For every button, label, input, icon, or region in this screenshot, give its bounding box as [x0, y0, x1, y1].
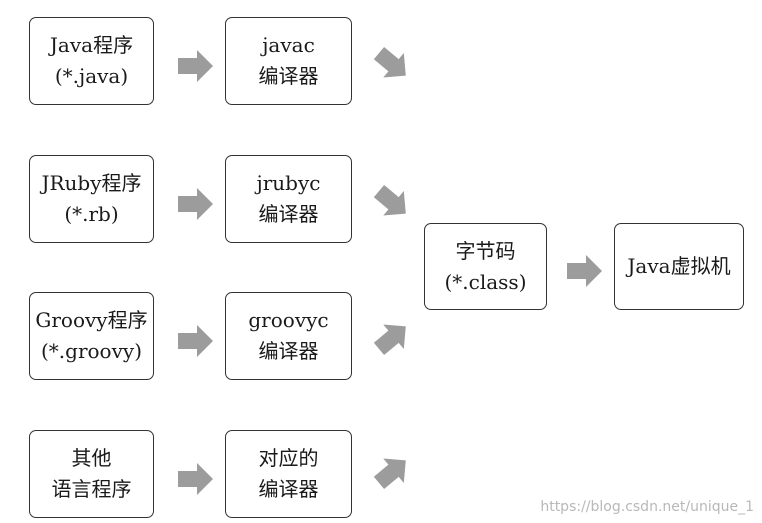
source-jruby-name: JRuby程序: [41, 171, 142, 195]
arrow-up-right-icon: [372, 452, 412, 492]
source-jruby-box: JRuby程序 (*.rb): [29, 155, 154, 243]
compiler-javac-box: javac 编译器: [225, 17, 352, 105]
source-jruby-ext: (*.rb): [64, 202, 119, 226]
arrow-down-right-icon: [372, 182, 412, 222]
source-groovy-box: Groovy程序 (*.groovy): [29, 292, 154, 380]
compiler-javac-name: javac: [262, 33, 315, 57]
arrow-right-icon: [175, 46, 215, 86]
compiler-other-name: 对应的: [258, 446, 319, 470]
arrow-right-icon: [175, 459, 215, 499]
compiler-other-label: 编译器: [258, 477, 319, 501]
compiler-groovyc-label: 编译器: [258, 339, 319, 363]
arrow-right-icon: [175, 184, 215, 224]
arrow-down-right-icon: [372, 44, 412, 84]
source-other-line1: 其他: [71, 446, 112, 470]
source-java-ext: (*.java): [54, 64, 129, 88]
compiler-groovyc-name: groovyc: [248, 308, 329, 332]
arrow-up-right-icon: [372, 318, 412, 358]
compiler-other-box: 对应的 编译器: [225, 430, 352, 518]
jvm-label: Java虚拟机: [627, 254, 731, 278]
arrow-right-icon: [564, 251, 604, 291]
jvm-box: Java虚拟机: [614, 223, 744, 310]
source-groovy-name: Groovy程序: [35, 308, 148, 332]
source-java-name: Java程序: [49, 33, 134, 57]
compiler-groovyc-box: groovyc 编译器: [225, 292, 352, 380]
bytecode-box: 字节码 (*.class): [424, 223, 547, 310]
compiler-javac-label: 编译器: [258, 64, 319, 88]
compiler-jrubyc-box: jrubyc 编译器: [225, 155, 352, 243]
watermark-text: https://blog.csdn.net/unique_1: [540, 499, 754, 515]
bytecode-ext: (*.class): [444, 269, 527, 294]
source-java-box: Java程序 (*.java): [29, 17, 154, 105]
source-other-line2: 语言程序: [51, 477, 132, 501]
arrow-right-icon: [175, 321, 215, 361]
bytecode-title: 字节码: [455, 238, 516, 263]
compiler-jrubyc-name: jrubyc: [256, 171, 321, 195]
compiler-jrubyc-label: 编译器: [258, 202, 319, 226]
source-other-box: 其他 语言程序: [29, 430, 154, 518]
source-groovy-ext: (*.groovy): [40, 339, 142, 363]
